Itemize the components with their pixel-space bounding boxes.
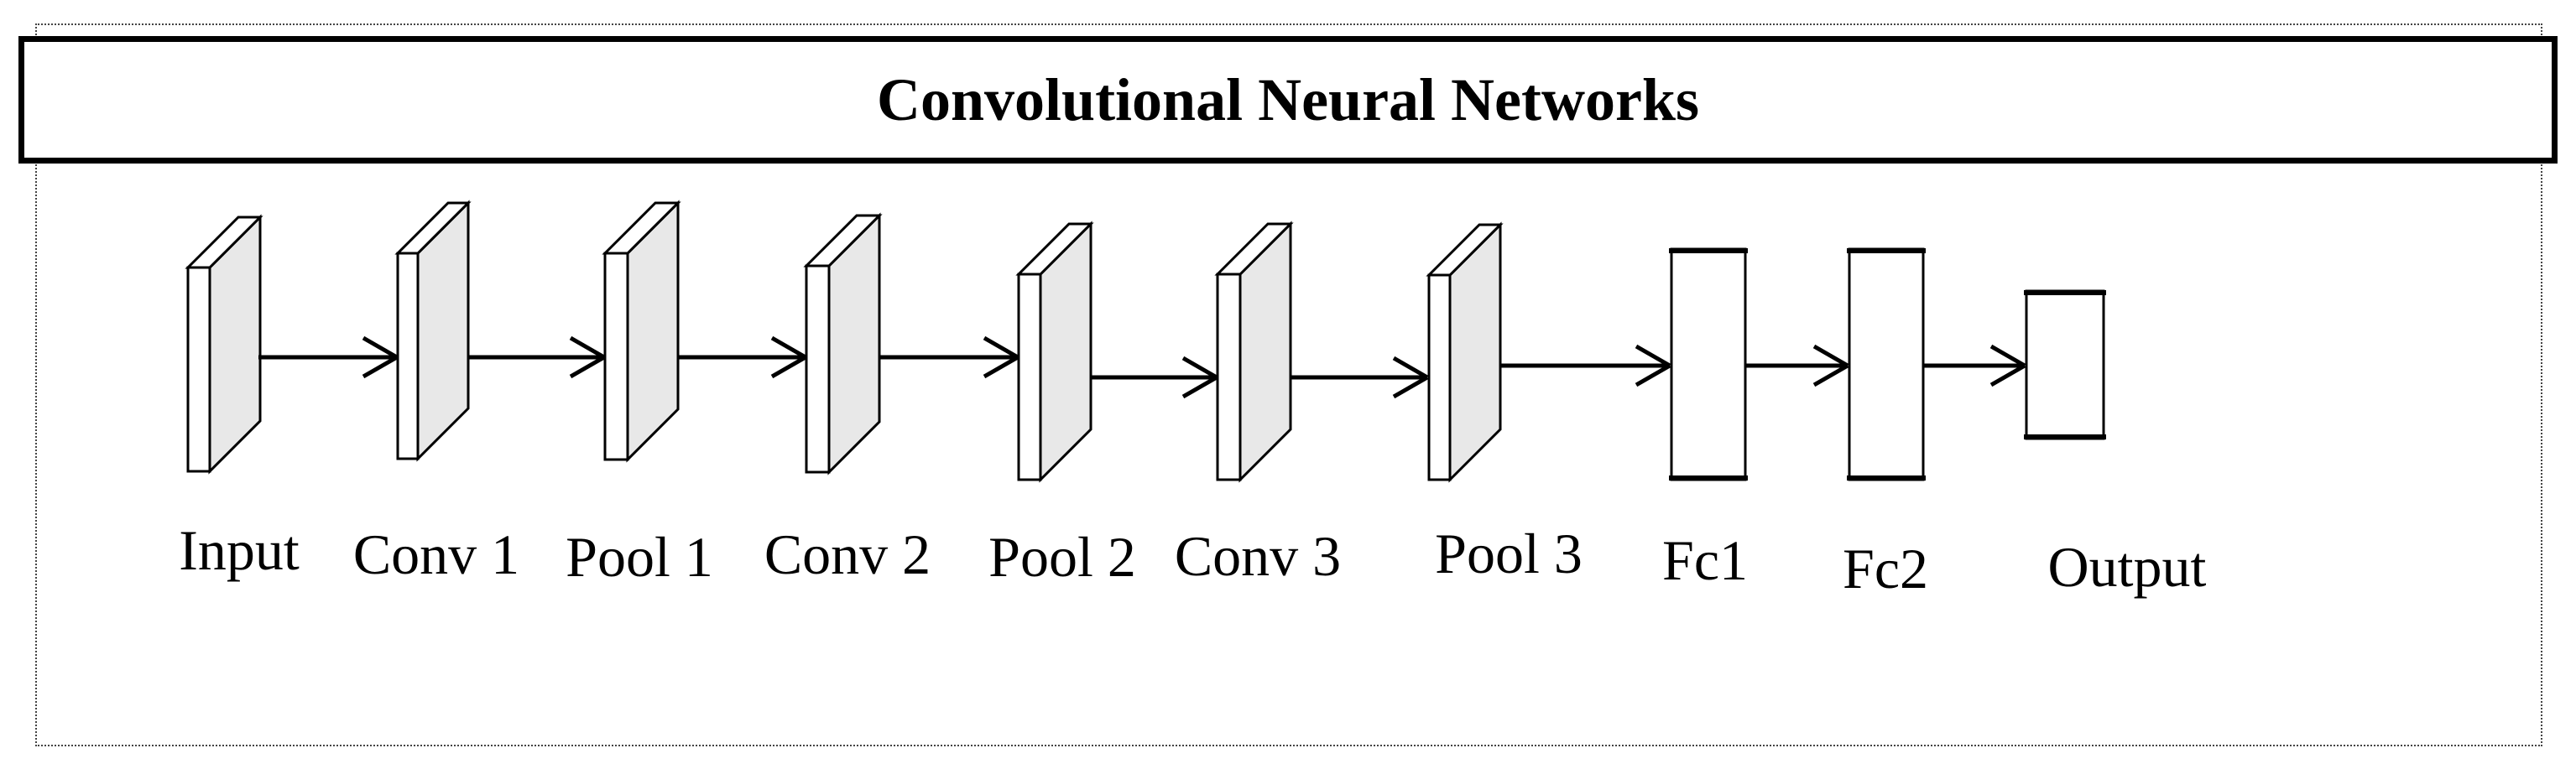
slab-front-face: [186, 266, 211, 473]
layer-shape-fc1: [1669, 247, 1748, 481]
layer-label-fc2: Fc2: [1843, 537, 1928, 600]
arrow-pool2-to-conv3: [1091, 356, 1218, 399]
layer-label-fc1: Fc1: [1662, 528, 1748, 592]
layer-label-conv2: Conv 2: [764, 522, 931, 586]
layer-shape-pool2: [1015, 221, 1094, 483]
arrow-head-upper: [1989, 344, 2026, 368]
arrow-head-upper: [1635, 344, 1671, 368]
slab-front-face: [396, 252, 420, 460]
arrow-head-upper: [1181, 356, 1218, 380]
title-box: Convolutional Neural Networks: [18, 36, 2558, 164]
arrow-head-lower: [362, 355, 399, 379]
arrow-fc1-to-fc2: [1745, 344, 1849, 387]
arrow-head-upper: [569, 335, 606, 360]
arrow-head-lower: [1635, 363, 1671, 387]
arrow-input-to-conv1: [258, 335, 399, 379]
slab-front-face: [805, 264, 831, 474]
arrow-head-lower: [1812, 363, 1849, 387]
arrow-pool3-to-fc1: [1500, 344, 1671, 387]
layer-shape-pool3: [1426, 221, 1504, 483]
layer-shape-conv1: [394, 200, 472, 462]
layer-shape-pool1: [602, 200, 681, 463]
arrow-head-lower: [1181, 375, 1218, 399]
arrow-fc2-to-output: [1923, 344, 2026, 387]
layer-label-output: Output: [2047, 535, 2207, 599]
layer-shape-fc2: [1847, 247, 1926, 481]
layer-label-conv3: Conv 3: [1174, 524, 1342, 588]
arrow-head-lower: [1392, 375, 1429, 399]
layer-shape-output: [2024, 289, 2106, 440]
arrow-head-upper: [770, 335, 807, 360]
figure-dotted-border: [35, 23, 2542, 746]
slab-front-face: [603, 252, 629, 461]
slab-front-face: [1216, 273, 1242, 481]
layer-label-pool2: Pool 2: [988, 525, 1136, 589]
fc-rect: [1848, 247, 1925, 481]
layer-shape-conv2: [803, 212, 883, 475]
arrow-head-upper: [1392, 356, 1429, 380]
slab-front-face: [1017, 273, 1042, 481]
arrow-conv2-to-pool2: [879, 335, 1019, 379]
layer-label-input: Input: [179, 518, 300, 582]
layer-label-pool3: Pool 3: [1435, 522, 1583, 585]
arrow-head-lower: [1989, 363, 2026, 387]
layer-label-conv1: Conv 1: [352, 522, 520, 586]
arrow-head-lower: [983, 355, 1019, 379]
layer-shape-input: [185, 214, 263, 475]
arrow-pool1-to-conv2: [678, 335, 807, 379]
page-title: Convolutional Neural Networks: [876, 66, 1699, 133]
arrow-conv3-to-pool3: [1291, 356, 1429, 399]
arrow-conv1-to-pool1: [468, 335, 606, 379]
output-rect: [2025, 289, 2105, 440]
arrow-head-lower: [770, 355, 807, 379]
arrow-head-upper: [1812, 344, 1849, 368]
layer-shape-conv3: [1214, 221, 1294, 483]
arrow-head-upper: [983, 335, 1019, 360]
slab-front-face: [1427, 273, 1452, 481]
fc-rect: [1670, 247, 1747, 481]
arrow-head-upper: [362, 335, 399, 360]
arrow-head-lower: [569, 355, 606, 379]
layer-label-pool1: Pool 1: [566, 525, 713, 589]
